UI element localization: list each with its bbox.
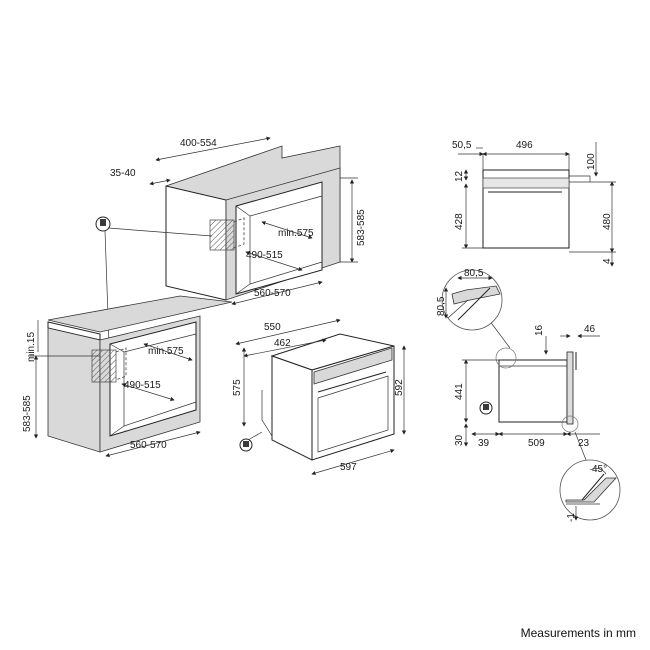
dim-4: 4: [602, 258, 613, 264]
dim-480: 480: [602, 213, 613, 230]
power-box-upper: [209, 219, 235, 251]
dim-12: 12: [454, 170, 465, 182]
dim-490-515-lower: 490-515: [124, 380, 161, 391]
dim-39: 39: [478, 438, 490, 449]
upper-dimensions: 400-554 35-40 583-585 min.575 490-515 56…: [110, 136, 367, 306]
dim-80-5-horizontal: 80,5: [464, 268, 484, 279]
front-view-dimensions: 50,5 496 100 12 428 480 4: [452, 140, 616, 267]
dim-462: 462: [274, 338, 291, 349]
dim-560-570-upper: 560-570: [254, 288, 291, 299]
side-view: [479, 315, 587, 461]
dim-592: 592: [394, 379, 405, 396]
front-view: [476, 147, 591, 249]
dim-441: 441: [454, 383, 465, 400]
plug-symbol-oven: [239, 438, 253, 452]
dim-50-5: 50,5: [452, 140, 472, 151]
dim-597: 597: [340, 462, 357, 473]
dim-16: 16: [534, 324, 545, 336]
dim-583-585-upper: 583-585: [356, 209, 367, 246]
column-cabinet: [165, 145, 341, 301]
dim-100: 100: [586, 153, 597, 170]
dim-46: 46: [584, 324, 596, 335]
dim-490-515-upper: 490-515: [246, 250, 283, 261]
dim-496: 496: [516, 140, 533, 151]
dim-35-40: 35-40: [110, 168, 136, 179]
side-view-dimensions: 16 46 441 30 39 509 23: [454, 324, 600, 449]
dim-min575-lower: min.575: [148, 346, 184, 357]
dim-509: 509: [528, 438, 545, 449]
dim-583-585-lower: 583-585: [22, 395, 33, 432]
dim-400-554: 400-554: [180, 138, 217, 149]
plug-symbol-top: [95, 216, 213, 345]
power-box-lower: [91, 349, 117, 383]
dim-min575-upper: min.575: [278, 228, 314, 239]
detail-top-corner: 80,5 80,5: [436, 268, 503, 331]
dim-min15: min.15: [26, 332, 37, 362]
detail-bottom-corner: 45° -1: [559, 459, 621, 522]
dim-560-570-lower: 560-570: [130, 440, 167, 451]
measurements-caption: Measurements in mm: [520, 626, 636, 640]
dim-45-degree: 45°: [592, 464, 607, 475]
lower-dimensions: min.15 583-585 min.575 490-515 560-570: [22, 320, 201, 458]
dim-575: 575: [232, 379, 243, 396]
dim-80-5-vertical: 80,5: [436, 296, 447, 316]
dim-23: 23: [578, 438, 590, 449]
oven-dimensions: 550 462 575 592 597: [232, 318, 407, 476]
oven-perspective: [247, 333, 395, 461]
dim-30: 30: [454, 434, 465, 446]
dim-428: 428: [454, 213, 465, 230]
dim-550: 550: [264, 322, 281, 333]
undercounter-cabinet: [47, 295, 233, 453]
dim-minus-1: -1: [566, 513, 577, 522]
